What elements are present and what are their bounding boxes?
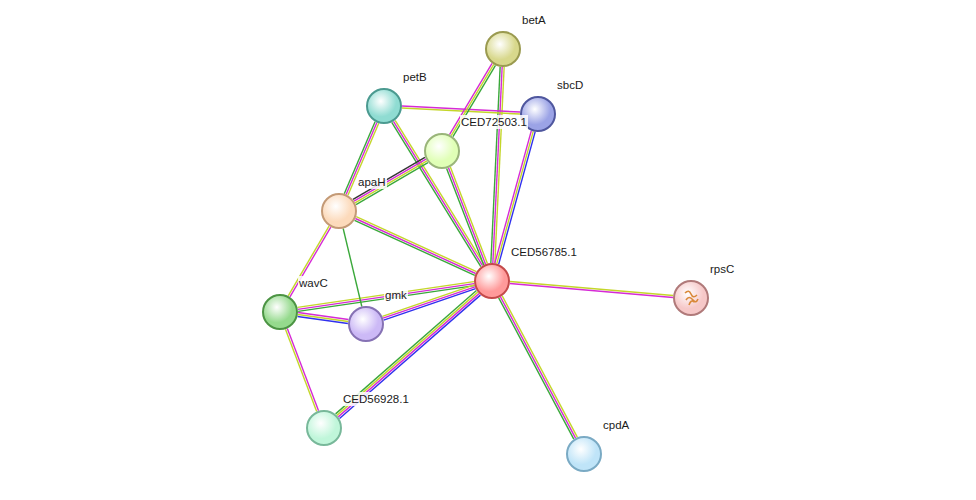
evidence-strand xyxy=(447,169,484,265)
interaction-edge xyxy=(402,106,520,114)
protein-label: petB xyxy=(402,70,428,84)
interaction-edge xyxy=(382,285,475,320)
evidence-strand xyxy=(382,285,474,316)
evidence-strand xyxy=(336,291,477,414)
evidence-strand xyxy=(355,218,475,273)
evidence-strand xyxy=(500,297,575,438)
protein-label: sbcD xyxy=(556,78,584,92)
protein-label: CED56928.1 xyxy=(342,392,410,406)
interaction-edge xyxy=(447,167,488,265)
protein-label: betA xyxy=(521,13,547,27)
evidence-strand xyxy=(298,316,348,323)
evidence-strand xyxy=(354,159,426,201)
evidence-strand xyxy=(340,295,481,418)
evidence-strand xyxy=(383,287,475,318)
protein-label: wavC xyxy=(298,276,329,290)
evidence-strand xyxy=(290,227,331,297)
interaction-edge xyxy=(491,67,504,263)
evidence-strand xyxy=(502,296,577,437)
protein-label: CED72503.1 xyxy=(460,115,528,129)
evidence-strand xyxy=(355,161,427,203)
protein-node: CED72503.1 xyxy=(424,133,460,169)
evidence-strand xyxy=(495,131,531,263)
evidence-strand xyxy=(285,329,316,411)
evidence-strand xyxy=(353,157,425,199)
interaction-edge xyxy=(288,226,331,297)
evidence-strand xyxy=(448,168,485,264)
interaction-edge xyxy=(336,291,481,419)
interaction-edge xyxy=(353,157,428,204)
protein-node: betA xyxy=(485,31,521,67)
protein-node: CED56785.1 xyxy=(474,263,510,299)
protein-node: gmk xyxy=(348,306,384,342)
evidence-strand xyxy=(338,294,479,417)
interaction-edge xyxy=(355,217,477,276)
interaction-edge xyxy=(510,282,673,298)
interaction-edge xyxy=(285,328,318,411)
evidence-strand xyxy=(497,131,533,263)
evidence-strand xyxy=(493,67,502,263)
evidence-strand xyxy=(355,220,475,275)
evidence-strand xyxy=(402,108,520,114)
interaction-edge xyxy=(499,296,578,439)
evidence-strand xyxy=(356,163,428,205)
evidence-strand xyxy=(343,229,362,307)
protein-node: cpdA xyxy=(566,436,602,472)
interaction-edge xyxy=(392,120,484,266)
protein-label: rpsC xyxy=(709,262,735,276)
protein-node: rpsC xyxy=(673,280,709,316)
evidence-strand xyxy=(288,226,329,296)
evidence-strand xyxy=(337,292,478,415)
interaction-edge xyxy=(298,313,349,324)
protein-node: wavC xyxy=(262,294,298,330)
protein-node: CED56928.1 xyxy=(306,410,342,446)
evidence-strand xyxy=(287,328,318,410)
interaction-edge xyxy=(343,229,362,307)
protein-label: gmk xyxy=(384,288,408,302)
evidence-strand xyxy=(356,217,476,272)
protein-node: apaH xyxy=(321,193,357,229)
protein-node: petB xyxy=(366,88,402,124)
evidence-strand xyxy=(450,167,487,263)
protein-label: CED56785.1 xyxy=(510,245,578,259)
protein-label: apaH xyxy=(357,175,387,189)
evidence-strand xyxy=(384,289,476,320)
evidence-strand xyxy=(510,282,673,296)
evidence-strand xyxy=(510,284,673,298)
evidence-strand xyxy=(392,122,481,266)
protein-label: cpdA xyxy=(602,418,630,432)
evidence-strand xyxy=(491,67,500,263)
evidence-strand xyxy=(499,298,574,439)
